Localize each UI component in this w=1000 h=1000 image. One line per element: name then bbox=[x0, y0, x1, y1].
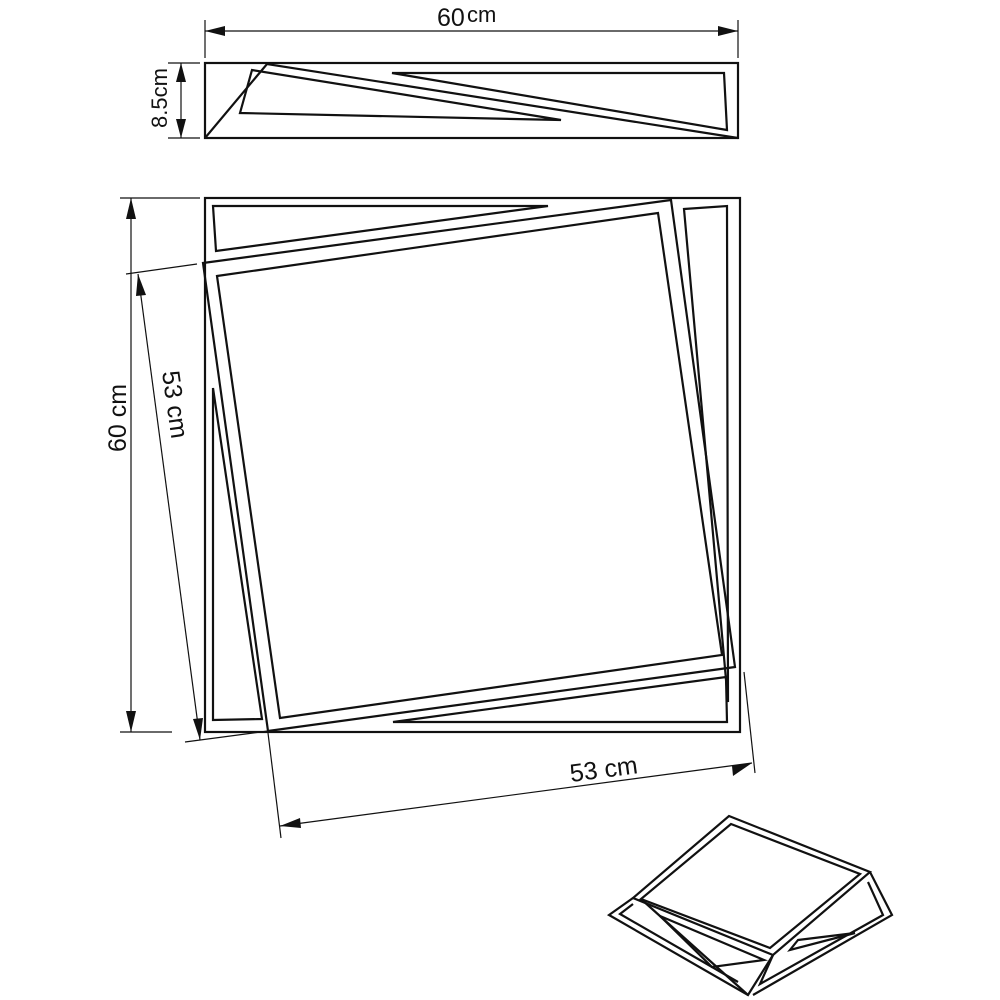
dimension-side-width: 60 cm bbox=[204, 2, 739, 58]
front-height-label: 60 cm bbox=[104, 384, 132, 452]
inner-left-label: 53 cm bbox=[156, 369, 193, 440]
dimension-inner-left: 53 cm bbox=[125, 263, 269, 743]
side-view bbox=[203, 61, 740, 140]
side-width-unit: cm bbox=[467, 2, 496, 27]
dimension-side-height: 8.5cm bbox=[147, 62, 200, 139]
front-view bbox=[201, 196, 742, 734]
side-height-label: 8.5cm bbox=[147, 68, 172, 128]
inner-bottom-label: 53 cm bbox=[568, 751, 639, 788]
side-width-value: 60 bbox=[437, 4, 465, 32]
isometric-view bbox=[606, 814, 894, 997]
dimension-front-height: 60 cm bbox=[104, 197, 200, 733]
